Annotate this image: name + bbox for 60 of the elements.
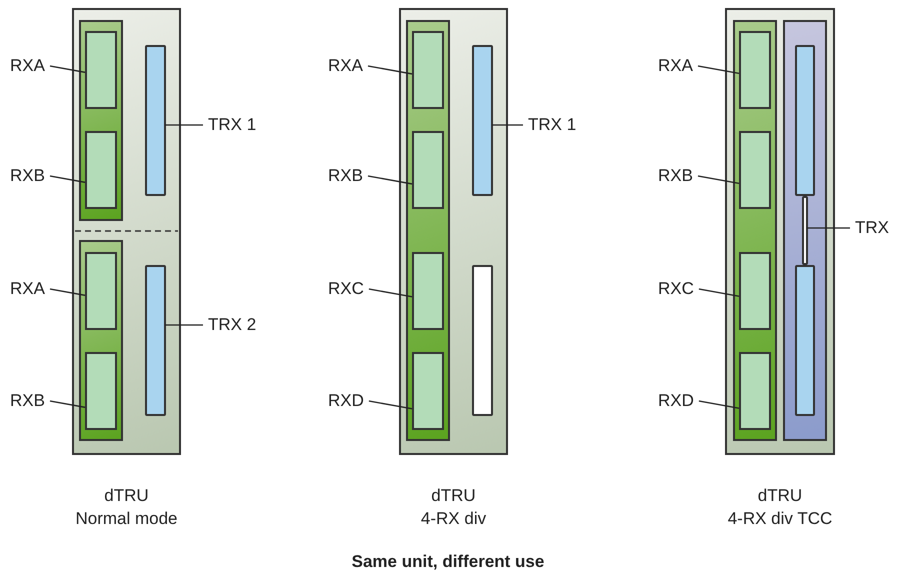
- receiver-column: [733, 20, 777, 441]
- receiver-slot: [85, 31, 117, 109]
- part-label: TRX 1: [528, 115, 576, 135]
- receiver-slot: [412, 131, 444, 209]
- leader-line: [698, 65, 740, 74]
- unit-panel: [399, 8, 508, 455]
- part-label: RXB: [10, 391, 45, 411]
- part-label: RXD: [658, 391, 694, 411]
- leader-line: [492, 124, 523, 126]
- receiver-column: [79, 240, 123, 441]
- receiver-slot: [739, 131, 771, 209]
- part-label: RXA: [328, 56, 363, 76]
- leader-line: [50, 175, 86, 183]
- part-label: RXD: [328, 391, 364, 411]
- leader-line: [165, 124, 203, 126]
- unit-caption: Normal mode: [74, 508, 179, 530]
- receiver-column: [406, 20, 450, 441]
- unit-caption: dTRU: [103, 485, 150, 507]
- leader-line: [698, 175, 740, 184]
- part-label: RXB: [328, 166, 363, 186]
- part-label: RXB: [658, 166, 693, 186]
- unit-caption: 4-RX div: [420, 508, 488, 530]
- link-bar: [802, 196, 808, 265]
- empty-slot: [472, 265, 493, 416]
- transceiver-bar: [145, 45, 166, 196]
- transceiver-bar: [145, 265, 166, 416]
- leader-line: [368, 65, 412, 75]
- unit-panel: [72, 8, 181, 455]
- unit-panel: [725, 8, 835, 455]
- leader-line: [807, 227, 850, 229]
- receiver-slot: [739, 252, 771, 330]
- transceiver-column: [783, 20, 827, 441]
- transceiver-bar: [795, 265, 815, 416]
- receiver-slot: [739, 352, 771, 430]
- part-label: RXA: [10, 279, 45, 299]
- part-label: TRX 1: [208, 115, 256, 135]
- receiver-column: [79, 20, 123, 221]
- part-label: RXC: [328, 279, 364, 299]
- receiver-slot: [412, 352, 444, 430]
- part-label: RXA: [658, 56, 693, 76]
- receiver-slot: [85, 252, 117, 330]
- leader-line: [165, 324, 203, 326]
- receiver-slot: [85, 352, 117, 430]
- receiver-slot: [739, 31, 771, 109]
- unit-caption: dTRU: [430, 485, 477, 507]
- receiver-slot: [412, 31, 444, 109]
- leader-line: [50, 65, 86, 73]
- part-label: TRX 2: [208, 315, 256, 335]
- receiver-slot: [85, 131, 117, 209]
- transceiver-bar: [472, 45, 493, 196]
- part-label: TRX: [855, 218, 889, 238]
- part-label: RXB: [10, 166, 45, 186]
- transceiver-bar: [795, 45, 815, 196]
- figure-caption: Same unit, different use: [350, 551, 546, 573]
- unit-caption: dTRU: [756, 485, 804, 507]
- leader-line: [368, 175, 412, 185]
- part-label: RXC: [658, 279, 694, 299]
- unit-caption: 4-RX div TCC: [726, 508, 834, 530]
- part-label: RXA: [10, 56, 45, 76]
- receiver-slot: [412, 252, 444, 330]
